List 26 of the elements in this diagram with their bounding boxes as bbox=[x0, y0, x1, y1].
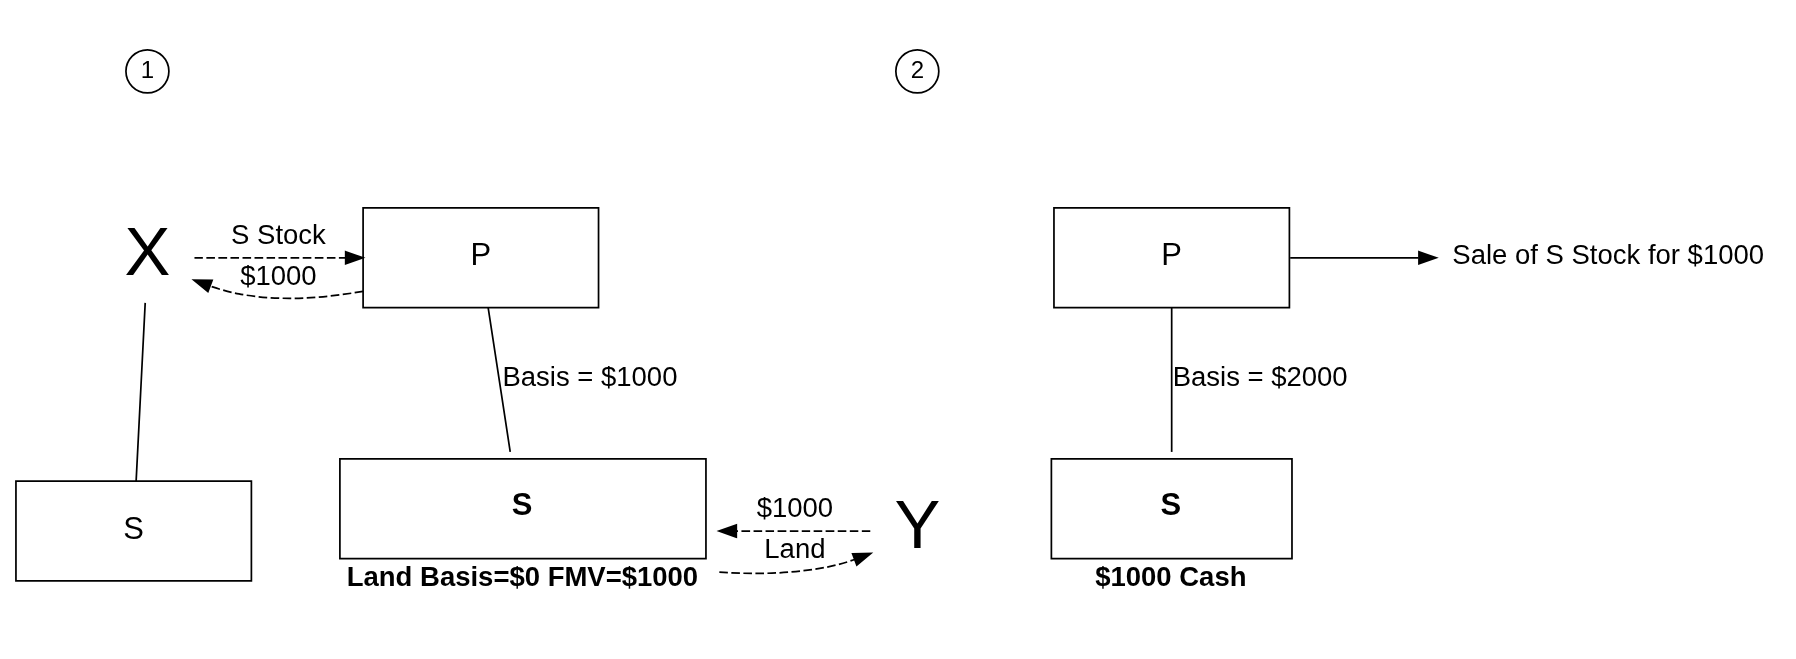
connector bbox=[1170, 306, 1173, 453]
node-label: $1000 Cash bbox=[1095, 560, 1247, 592]
node-circle: 2 bbox=[895, 48, 940, 94]
node-box: S bbox=[1050, 457, 1293, 559]
edge-label: S Stock bbox=[231, 218, 326, 250]
node-box: S bbox=[339, 457, 707, 559]
connector bbox=[135, 301, 147, 482]
arrow bbox=[1289, 250, 1439, 265]
edge-label: $1000 bbox=[756, 491, 834, 523]
edge-label: Basis = $1000 bbox=[502, 360, 678, 392]
edge-label: $1000 bbox=[240, 259, 317, 291]
node-box: S bbox=[15, 479, 253, 582]
arrow bbox=[193, 250, 366, 265]
connector bbox=[487, 306, 512, 453]
edge-label: Basis = $2000 bbox=[1172, 360, 1348, 392]
arrow bbox=[191, 278, 364, 299]
arrow bbox=[718, 552, 874, 574]
edge-label: Land bbox=[764, 532, 826, 564]
node-text: Sale of S Stock for $1000 bbox=[1452, 238, 1765, 270]
node-text: X bbox=[124, 212, 171, 290]
node-circle: 1 bbox=[125, 48, 170, 94]
node-box: P bbox=[1053, 206, 1291, 309]
node-text: Y bbox=[894, 485, 941, 563]
arrow bbox=[716, 523, 872, 538]
node-label: Land Basis=$0 FMV=$1000 bbox=[346, 560, 699, 592]
node-box: P bbox=[362, 206, 600, 309]
